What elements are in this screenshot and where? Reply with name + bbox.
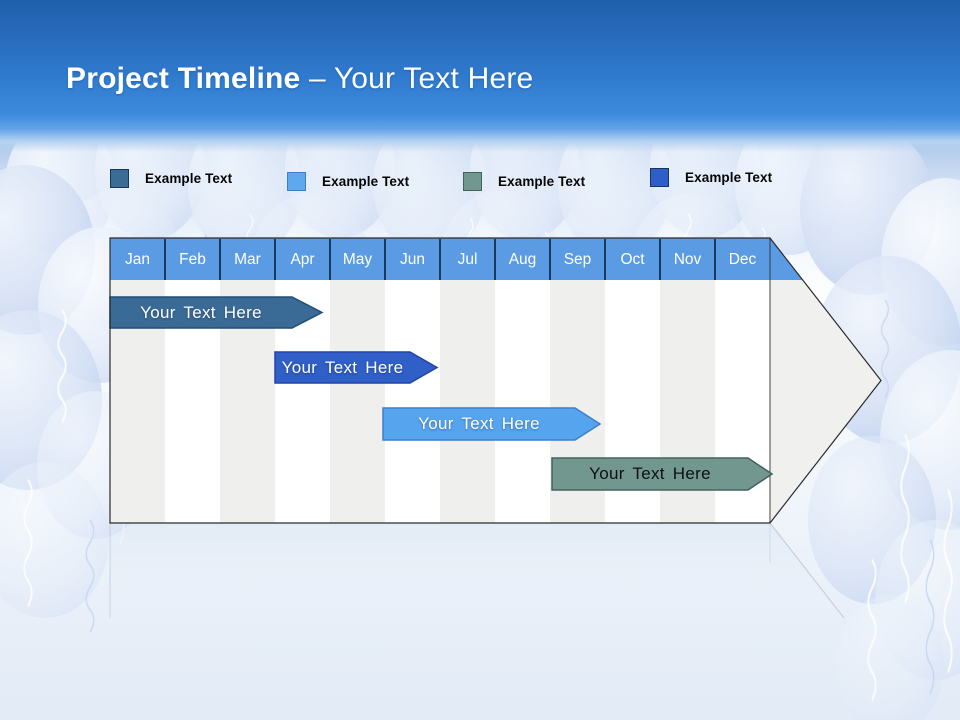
arrow-head-area: [770, 280, 881, 523]
gantt-bar-1-label: Your Text Here: [140, 302, 262, 322]
month-cell: Jan: [125, 251, 150, 268]
gantt-bar-2-shape: [274, 351, 439, 384]
page-title-suffix: – Your Text Here: [308, 62, 534, 95]
legend-item: Example Text: [650, 168, 772, 187]
gantt-bar-3-shape: [382, 407, 602, 441]
legend-label: Example Text: [685, 170, 773, 185]
timeline-arrow-outline: [109, 237, 882, 524]
month-cell: Nov: [673, 251, 702, 268]
legend-label: Example Text: [145, 171, 233, 186]
page-title-emphasis: Project Timeline: [66, 62, 301, 95]
gantt-bar-4-label: Your Text Here: [589, 464, 711, 483]
month-header-band: [110, 238, 803, 280]
timeline-chart: [109, 237, 882, 524]
month-cell: Jun: [400, 251, 425, 268]
chart-reflection: [109, 523, 853, 629]
legend-item: Example Text: [287, 172, 409, 191]
month-separators: [164, 239, 716, 280]
page-title: Project Timeline – Your Text Here: [66, 62, 533, 96]
month-cell: May: [342, 251, 373, 268]
legend-item: Example Text: [110, 169, 232, 188]
legend-swatch: [463, 172, 482, 191]
gantt-bar-2-label: Your Text Here: [281, 357, 404, 377]
title-bar: Project Timeline – Your Text Here: [0, 0, 960, 152]
month-cell: Oct: [620, 251, 645, 268]
legend-label: Example Text: [498, 174, 586, 189]
legend-label: Example Text: [322, 174, 410, 189]
gantt-bar-3-label: Your Text Here: [418, 414, 540, 433]
legend-swatch: [287, 172, 306, 191]
month-cell: Mar: [234, 251, 261, 268]
month-cell: Apr: [290, 251, 315, 268]
gantt-bar-4-shape: [551, 457, 774, 491]
month-cell: Jul: [457, 251, 478, 268]
month-cell: Dec: [728, 251, 757, 268]
month-cell: Aug: [508, 251, 537, 268]
month-cell: Sep: [563, 251, 592, 268]
legend-item: Example Text: [463, 172, 585, 191]
month-cell: Feb: [179, 251, 206, 268]
legend-swatch: [650, 168, 669, 187]
legend-swatch: [110, 169, 129, 188]
